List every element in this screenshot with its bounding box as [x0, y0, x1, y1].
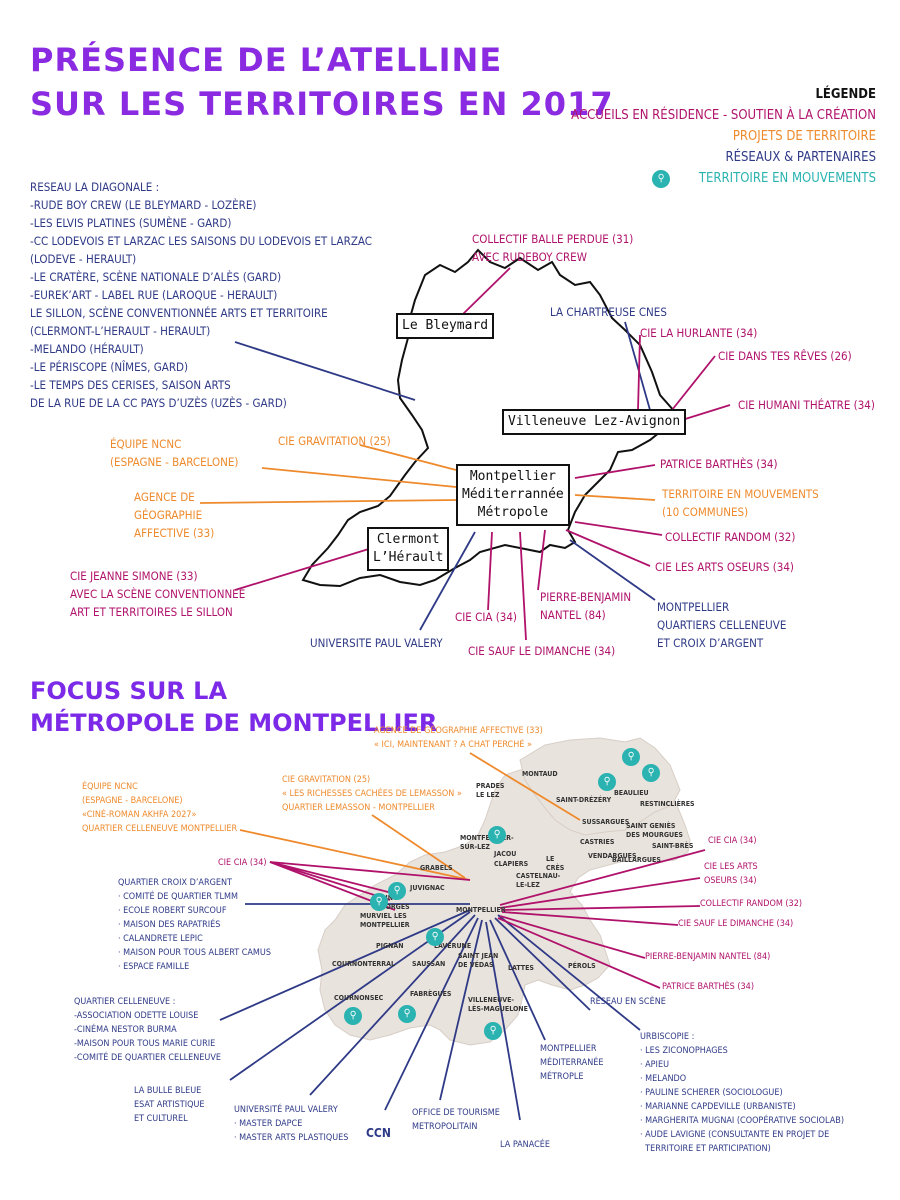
- box-montpellier-metropole: Montpellier Méditerrannée Métropole: [456, 464, 570, 526]
- focus-office-tourisme: OFFICE DE TOURISME METROPOLITAIN: [412, 1108, 500, 1132]
- focus-celleneuve: QUARTIER CELLENEUVE : -ASSOCIATION ODETT…: [74, 997, 221, 1063]
- focus-ccn: CCN: [366, 1126, 391, 1140]
- map-pin-icon: ⚲: [398, 1005, 416, 1023]
- town-label: JACOU: [494, 850, 517, 858]
- town-label: PÉROLS: [568, 962, 596, 970]
- label-pierre-benjamin: PIERRE-BENJAMIN NANTEL (84): [540, 590, 632, 622]
- town-label: SAINT-BRÈS: [652, 842, 694, 850]
- label-jeanne-simone: CIE JEANNE SIMONE (33) AVEC LA SCÈNE CON…: [70, 569, 246, 619]
- town-label: RESTINCLIÈRES: [640, 800, 695, 808]
- focus-mmm: MONTPELLIER MÉDITERRANÉE MÉTROPLE: [540, 1044, 604, 1082]
- town-label: MONTFERRIER- SUR-LEZ: [460, 834, 514, 851]
- town-label: SAINT-DRÉZÉRY: [556, 796, 612, 804]
- focus-cia-left: CIE CIA (34): [218, 858, 267, 868]
- focus-ncnc: ÉQUIPE NCNC (ESPAGNE - BARCELONE) «CINÉ-…: [82, 782, 238, 834]
- focus-random: COLLECTIF RANDOM (32): [700, 899, 803, 909]
- focus-cia-right: CIE CIA (34): [708, 836, 757, 846]
- label-dans-tes-reves: CIE DANS TES RÊVES (26): [718, 349, 852, 363]
- map-pin-icon: ⚲: [488, 826, 506, 844]
- label-upv: UNIVERSITE PAUL VALERY: [310, 636, 443, 650]
- town-label: MURVIEL LES MONTPELLIER: [360, 912, 410, 929]
- focus-patrice: PATRICE BARTHÈS (34): [662, 982, 754, 992]
- focus-bulle-bleue: LA BULLE BLEUE ESAT ARTISTIQUE ET CULTUR…: [134, 1086, 205, 1124]
- map-pin-icon: ⚲: [598, 773, 616, 791]
- label-balle-perdue: COLLECTIF BALLE PERDUE (31) AVEC RUDEBOY…: [472, 232, 634, 264]
- label-ncnc: ÉQUIPE NCNC (ESPAGNE - BARCELONE): [110, 437, 239, 469]
- town-label: GRABELS: [420, 864, 453, 872]
- map-pin-icon: ⚲: [370, 893, 388, 911]
- town-label: CASTELNAU- LE-LEZ: [516, 872, 561, 889]
- focus-panacee: LA PANACÉE: [500, 1140, 550, 1150]
- map-pin-icon: ⚲: [642, 764, 660, 782]
- label-montpellier-quartiers: MONTPELLIER QUARTIERS CELLENEUVE ET CROI…: [657, 600, 787, 650]
- label-hurlante: CIE LA HURLANTE (34): [640, 326, 758, 340]
- title-line1: PRÉSENCE DE L’ATELLINE: [30, 41, 503, 79]
- town-label: JUVIGNAC: [410, 884, 445, 892]
- region-outline: [301, 248, 682, 588]
- legend-residence: ACCUEILS EN RÉSIDENCE - SOUTIEN À LA CRÉ…: [571, 108, 876, 123]
- town-label: MONTPELLIER: [456, 906, 506, 914]
- label-arts-oseurs: CIE LES ARTS OSEURS (34): [655, 560, 794, 574]
- focus-title-2: MÉTROPOLE DE MONTPELLIER: [30, 709, 438, 737]
- label-sauf-le-dimanche: CIE SAUF LE DIMANCHE (34): [468, 644, 616, 658]
- town-label: VENDARGUES: [588, 852, 637, 860]
- legend-projets: PROJETS DE TERRITOIRE: [732, 129, 876, 144]
- town-label: SAINT JEAN DE VÉDAS: [458, 952, 499, 969]
- map-pin-icon: ⚲: [344, 1007, 362, 1025]
- legend-heading: LÉGENDE: [815, 87, 876, 102]
- town-label: SUSSARGUES: [582, 818, 630, 826]
- box-villeneuve: Villeneuve Lez-Avignon: [502, 409, 687, 435]
- focus-arts-oseurs: CIE LES ARTS OSEURS (34): [704, 862, 758, 886]
- label-patrice-barthes: PATRICE BARTHÈS (34): [660, 457, 778, 471]
- legend-territoire: TERRITOIRE EN MOUVEMENTS: [698, 171, 876, 186]
- map-pin-icon: ⚲: [426, 928, 444, 946]
- focus-agence: AGENCE DE GÉOGRAPHIE AFFECTIVE (33) « IC…: [374, 726, 543, 750]
- focus-gravitation: CIE GRAVITATION (25) « LES RICHESSES CAC…: [282, 775, 462, 813]
- town-label: LATTES: [508, 964, 534, 972]
- town-label: LAVÉRUNE: [434, 942, 472, 950]
- label-chartreuse: LA CHARTREUSE CNES: [550, 305, 667, 319]
- title-line2: SUR LES TERRITOIRES EN 2017: [30, 85, 614, 123]
- map-pin-icon: ⚲: [484, 1022, 502, 1040]
- label-cia: CIE CIA (34): [455, 610, 517, 624]
- town-label: PIGNAN: [376, 942, 404, 950]
- box-clermont: Clermont L’Hérault: [367, 527, 450, 571]
- focus-title-1: FOCUS SUR LA: [30, 677, 228, 705]
- town-label: SAUSSAN: [412, 960, 446, 968]
- label-gravitation: CIE GRAVITATION (25): [278, 434, 391, 448]
- town-label: CASTRIES: [580, 838, 615, 846]
- focus-croix-argent: QUARTIER CROIX D’ARGENT · COMITÉ DE QUAR…: [118, 878, 271, 972]
- label-agence: AGENCE DE GÉOGRAPHIE AFFECTIVE (33): [134, 490, 215, 540]
- focus-pbn: PIERRE-BENJAMIN NANTEL (84): [645, 952, 771, 962]
- focus-upv: UNIVERSITÉ PAUL VALERY · MASTER DAPCE · …: [234, 1105, 349, 1143]
- town-label: SAINT GENIÈS DES MOURGUES: [626, 822, 683, 839]
- map-pin-icon: ⚲: [388, 882, 406, 900]
- town-label: BEAULIEU: [614, 789, 649, 797]
- legend-reseaux: RÉSEAUX & PARTENAIRES: [725, 150, 876, 165]
- town-label: COURNONSEC: [334, 994, 384, 1002]
- focus-reseau-scene: RÉSEAU EN SCÈNE: [590, 997, 666, 1007]
- town-label: CLAPIERS: [494, 860, 529, 868]
- town-label: VILLENEUVE- LÈS-MAGUELONE: [468, 996, 528, 1013]
- focus-sauf: CIE SAUF LE DIMANCHE (34): [678, 919, 794, 929]
- label-collectif-random: COLLECTIF RANDOM (32): [665, 530, 796, 544]
- map-pin-icon: ⚲: [652, 170, 670, 188]
- reseau-diagonale-list: RESEAU LA DIAGONALE : -RUDE BOY CREW (LE…: [30, 180, 373, 410]
- focus-urbiscopie: URBISCOPIE : · LES ZICONOPHAGES · APIEU …: [640, 1032, 844, 1154]
- town-label: LE CRÈS: [546, 855, 565, 872]
- town-label: BAILLARGUES: [612, 856, 661, 864]
- label-territoire-mouvements: TERRITOIRE EN MOUVEMENTS (10 COMMUNES): [662, 487, 819, 519]
- box-le-bleymard: Le Bleymard: [396, 313, 495, 339]
- map-pin-icon: ⚲: [622, 748, 640, 766]
- town-label: MONTAUD: [522, 770, 558, 778]
- label-humani: CIE HUMANI THÉATRE (34): [738, 398, 875, 412]
- town-label: PRADES LE LEZ: [476, 782, 505, 799]
- town-label: COURNONTERRAL: [332, 960, 396, 968]
- town-label: FABRÈGUES: [410, 990, 452, 998]
